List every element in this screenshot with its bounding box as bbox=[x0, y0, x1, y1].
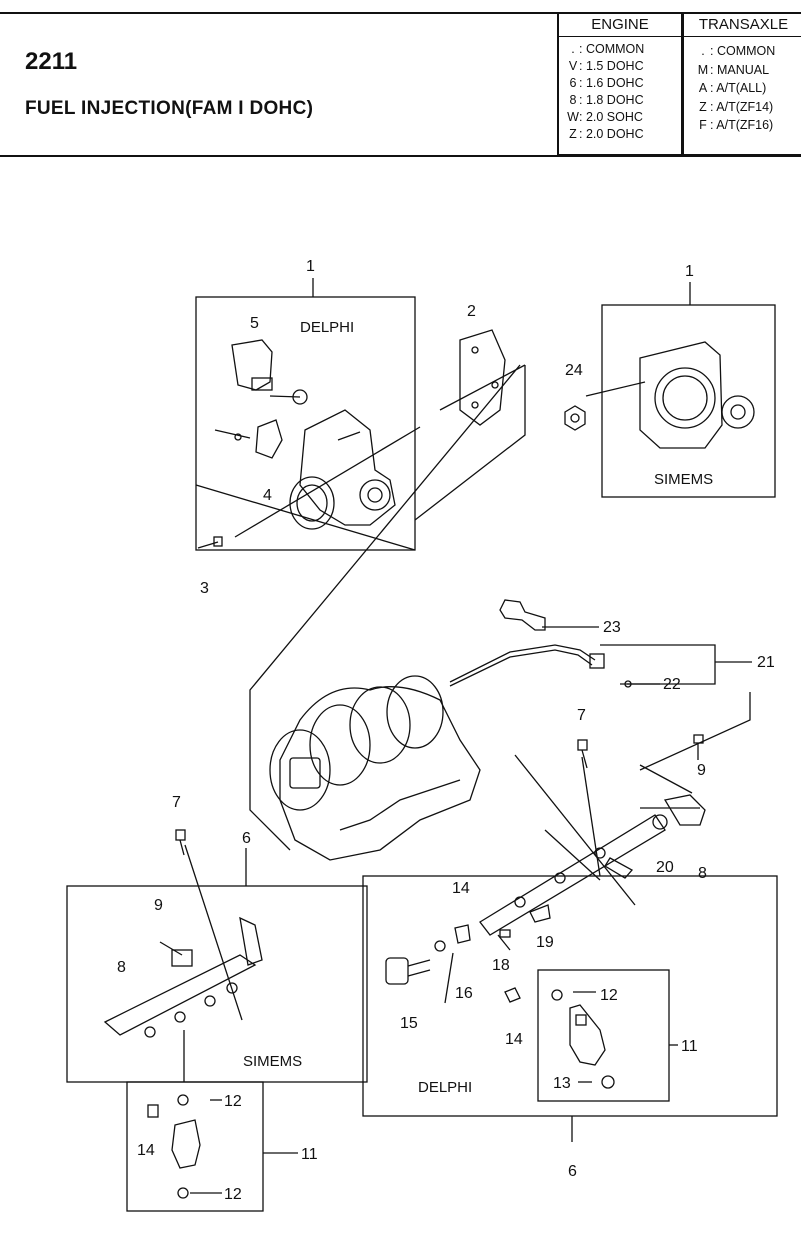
header-top-rule bbox=[0, 12, 801, 14]
part-number-21: 21 bbox=[757, 654, 775, 671]
delphi-rail-label: DELPHI bbox=[418, 1079, 472, 1096]
part-number-5: 5 bbox=[250, 315, 259, 332]
delphi-throttle-label: DELPHI bbox=[300, 319, 354, 336]
simems-throttle-box bbox=[601, 304, 776, 498]
delphi-throttle-box bbox=[195, 296, 416, 551]
part-number-23: 23 bbox=[603, 619, 621, 636]
part-number-13: 13 bbox=[553, 1075, 571, 1092]
delphi-injector-box bbox=[537, 969, 670, 1102]
engine-row: Z: 2.0 DOHC bbox=[569, 127, 644, 141]
simems-injector-box bbox=[126, 1081, 264, 1212]
transaxle-heading: TRANSAXLE bbox=[684, 14, 801, 37]
engine-heading: ENGINE bbox=[559, 14, 681, 37]
engine-row: 6: 1.6 DOHC bbox=[569, 76, 644, 90]
part-number-11: 11 bbox=[681, 1038, 698, 1055]
part-number-18: 18 bbox=[492, 957, 510, 974]
part-number-8: 8 bbox=[117, 959, 126, 976]
engine-row: .: COMMON bbox=[571, 42, 645, 56]
part-number-11: 11 bbox=[301, 1146, 318, 1163]
delphi-rail-box bbox=[362, 875, 778, 1117]
engine-row: W: 2.0 SOHC bbox=[567, 110, 643, 124]
transaxle-row: Z: A/T(ZF14) bbox=[699, 99, 774, 114]
part-number-6: 6 bbox=[568, 1163, 577, 1180]
transaxle-row: .: COMMON bbox=[701, 44, 776, 58]
part-number-1: 1 bbox=[306, 258, 315, 275]
transaxle-code-table: TRANSAXLE .: COMMON M: MANUAL A: A/T(ALL… bbox=[682, 14, 801, 156]
part-number-17: 16 bbox=[455, 985, 473, 1002]
part-number-2: 2 bbox=[467, 303, 476, 320]
part-number-19: 19 bbox=[536, 934, 554, 951]
header-bottom-rule bbox=[0, 155, 801, 157]
part-number-15: 14 bbox=[452, 880, 470, 897]
part-number-3: 3 bbox=[200, 580, 209, 597]
simems-rail-label: SIMEMS bbox=[243, 1053, 302, 1070]
transaxle-row: M: MANUAL bbox=[697, 62, 770, 77]
engine-row: 8: 1.8 DOHC bbox=[569, 93, 644, 107]
part-number-20: 20 bbox=[656, 859, 674, 876]
engine-row: V: 1.5 DOHC bbox=[568, 59, 644, 73]
part-number-12: 12 bbox=[224, 1186, 242, 1203]
part-number-8: 8 bbox=[698, 865, 707, 882]
part-number-9: 9 bbox=[697, 762, 706, 779]
part-number-22: 22 bbox=[663, 676, 681, 693]
part-number-24: 24 bbox=[565, 362, 583, 379]
part-number-6: 6 bbox=[242, 830, 251, 847]
part-number-12: 12 bbox=[600, 987, 618, 1004]
part-number-7: 7 bbox=[172, 794, 181, 811]
part-number-7: 7 bbox=[577, 707, 586, 724]
page-title: FUEL INJECTION(FAM I DOHC) bbox=[25, 98, 314, 119]
part-number-9: 9 bbox=[154, 897, 163, 914]
part-number-16: 15 bbox=[400, 1015, 418, 1032]
part-number-12: 12 bbox=[224, 1093, 242, 1110]
transaxle-row: F: A/T(ZF16) bbox=[699, 118, 774, 132]
part-number-1: 1 bbox=[685, 263, 694, 280]
transaxle-row: A: A/T(ALL) bbox=[698, 81, 767, 95]
page-code: 2211 bbox=[25, 48, 78, 75]
part-number-4: 4 bbox=[263, 487, 272, 504]
simems-throttle-label: SIMEMS bbox=[654, 471, 713, 488]
